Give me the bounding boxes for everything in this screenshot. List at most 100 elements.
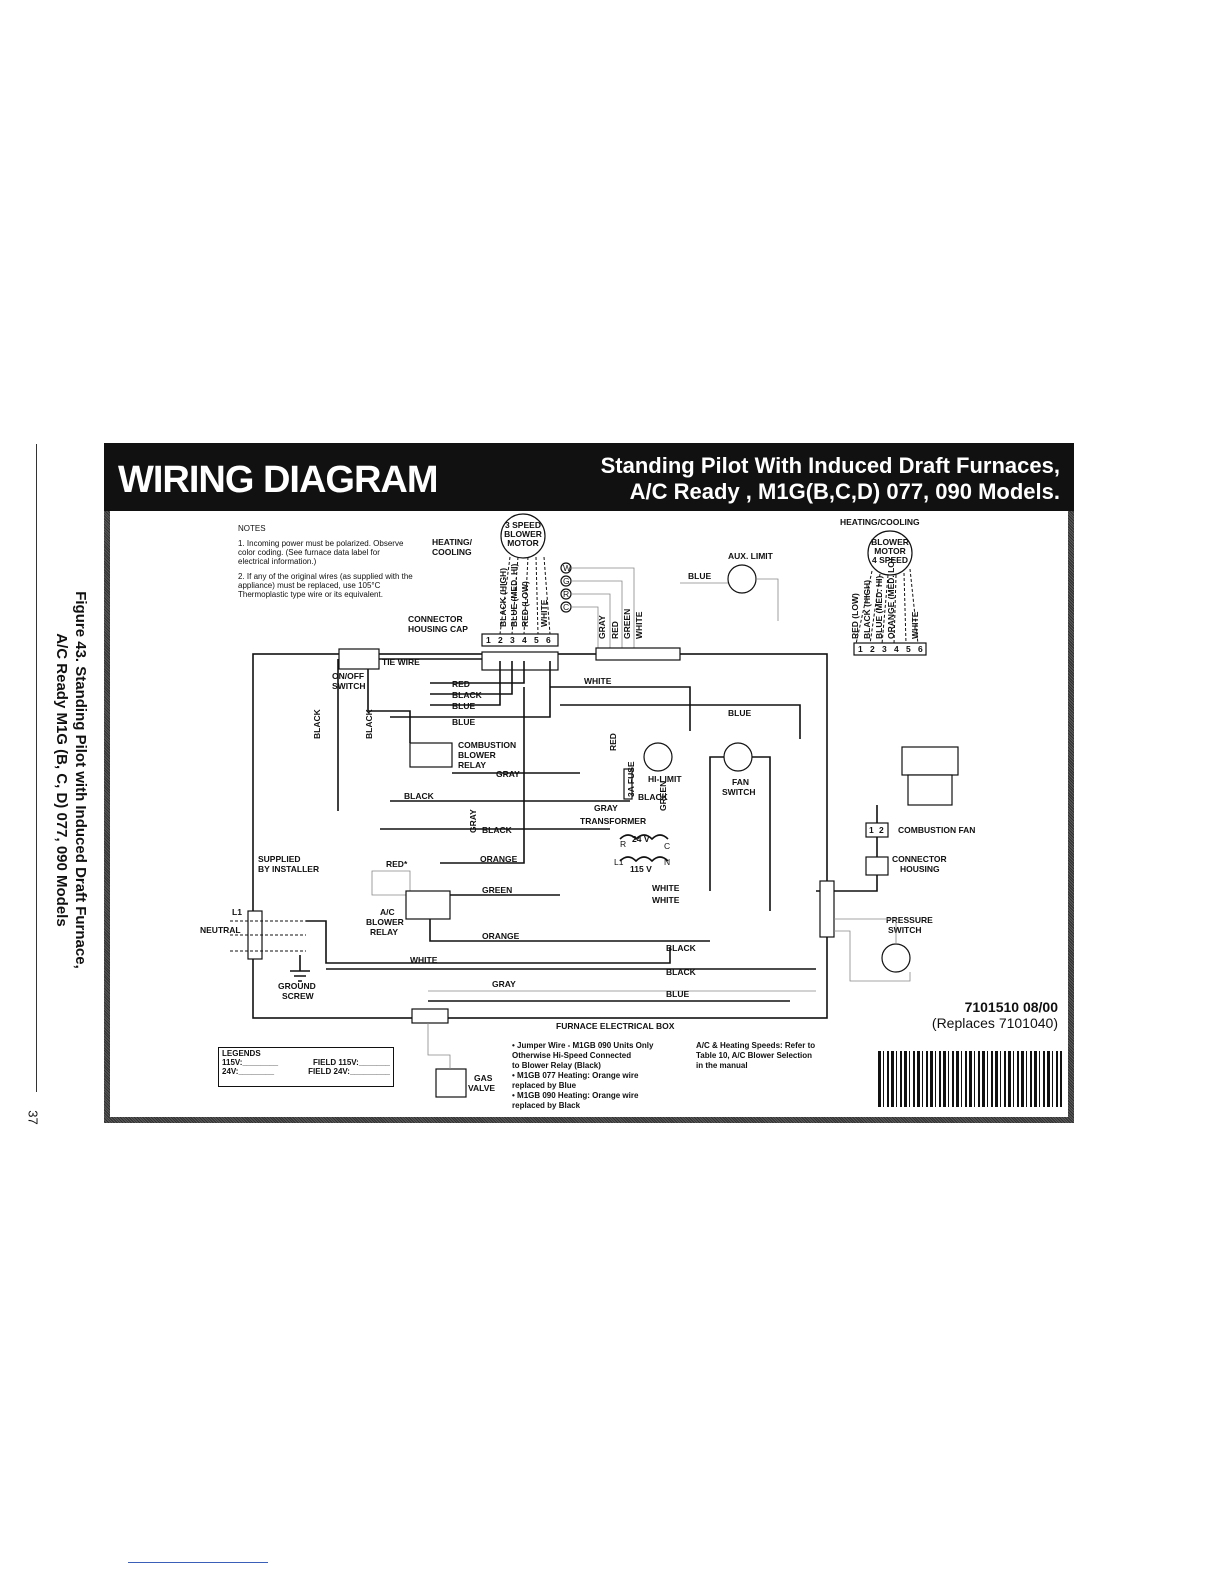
on-off-label-2: SWITCH	[332, 681, 366, 691]
wire-orange-1: ORANGE	[480, 854, 518, 864]
motor4-pin-labels: 1 2 3 4 5 6	[858, 644, 923, 654]
motor4-lead-orange: ORANGE (MED. LO)	[886, 558, 896, 639]
wire-red-star: RED*	[386, 859, 408, 869]
connector-housing-cap-2: HOUSING CAP	[408, 624, 468, 634]
figure-caption-line1: Figure 43. Standing Pilot with Induced D…	[72, 591, 89, 969]
blower-leads	[430, 661, 525, 706]
ground-screw-2: SCREW	[282, 991, 315, 1001]
aux-limit-wires	[680, 578, 779, 621]
wire-black-5: BLACK	[666, 967, 697, 977]
l1-label: L1	[232, 907, 242, 917]
ac-relay-label-1: A/C	[380, 907, 395, 917]
motor3-label-2: BLOWER	[504, 529, 542, 539]
transformer-n: N	[664, 857, 670, 867]
black-wires-left	[337, 659, 411, 811]
ground-screw-1: GROUND	[278, 981, 316, 991]
motor4-label-3: 4 SPEED	[872, 555, 908, 565]
cf-pin-1: 1	[869, 825, 874, 835]
legend-24v: 24V:________	[222, 1067, 275, 1076]
motor4-leads	[855, 568, 919, 645]
aux-limit-label: AUX. LIMIT	[728, 551, 774, 561]
speeds-note-line1: A/C & Heating Speeds: Refer to	[696, 1041, 816, 1050]
wire-black-hilimit: BLACK	[638, 792, 669, 802]
wire-gray-bottom: GRAY	[492, 979, 516, 989]
margin-rule	[36, 444, 37, 1092]
pressure-switch-wires	[834, 918, 911, 982]
heating-cooling-left-1: HEATING/	[432, 537, 473, 547]
ac-relay-label-2: BLOWER	[366, 917, 404, 927]
cbr-label-2: BLOWER	[458, 750, 496, 760]
ground-symbol	[290, 955, 310, 982]
figure-caption: Figure 43. Standing Pilot with Induced D…	[50, 580, 90, 980]
page-number: 37	[25, 1110, 41, 1125]
speeds-note: A/C & Heating Speeds: Refer to Table 10,…	[696, 1041, 846, 1071]
transformer-l1: L1	[614, 857, 624, 867]
motor3-label-3: MOTOR	[507, 538, 538, 548]
wire-white-top: WHITE	[584, 676, 612, 686]
pin-1: 1	[486, 635, 491, 645]
white-wire-top	[550, 686, 691, 731]
orange-wire-2	[429, 919, 710, 942]
fan-switch-label-1: FAN	[732, 777, 749, 787]
document-code: 7101510 08/00 (Replaces 7101040)	[932, 999, 1058, 1031]
wire-green-vertical: GREEN	[658, 781, 668, 811]
hi-limit-label: HI-LIMIT	[648, 774, 682, 784]
cbr-label-1: COMBUSTION	[458, 740, 516, 750]
blue-wire-right	[560, 704, 801, 739]
motor3-lead-white: WHITE	[539, 599, 549, 627]
m4-pin-5: 5	[906, 644, 911, 654]
pressure-switch	[881, 943, 911, 973]
combustion-fan-body	[901, 746, 959, 776]
wire-red-vertical: RED	[608, 733, 618, 751]
tstat-lead-green: GREEN	[622, 609, 632, 639]
footnote-2: • M1GB 077 Heating: Orange wire	[512, 1071, 639, 1080]
wire-orange-2: ORANGE	[482, 931, 520, 941]
neutral-label: NEUTRAL	[200, 925, 241, 935]
wire-green-1: GREEN	[482, 885, 512, 895]
pin-5: 5	[534, 635, 539, 645]
gas-valve-label-1: GAS	[474, 1073, 493, 1083]
supplied-by-installer-2: BY INSTALLER	[258, 864, 319, 874]
tstat-lead-red: RED	[610, 621, 620, 639]
transformer-secondary-coil	[619, 834, 669, 841]
red-star-jumper	[371, 870, 411, 896]
speeds-note-line2: Table 10, A/C Blower Selection	[696, 1051, 813, 1060]
heating-cooling-left-2: COOLING	[432, 547, 472, 557]
motor3-lead-red: RED (LOW)	[520, 581, 530, 627]
title-bar: WIRING DIAGRAM Standing Pilot With Induc…	[104, 443, 1074, 511]
footnote-3: • M1GB 090 Heating: Orange wire	[512, 1091, 639, 1100]
wiring-diagram-frame: WIRING DIAGRAM Standing Pilot With Induc…	[104, 443, 1074, 1123]
ac-relay-label-3: RELAY	[370, 927, 398, 937]
cbr-label-3: RELAY	[458, 760, 486, 770]
wire-gray-cbr: GRAY	[496, 769, 520, 779]
connector-housing-cap-1: CONNECTOR	[408, 614, 463, 624]
motor4-label-1: BLOWER	[871, 537, 909, 547]
diagram-title: WIRING DIAGRAM	[118, 459, 439, 501]
on-off-switch	[338, 648, 380, 670]
pin-2: 2	[498, 635, 503, 645]
blower-motor-3speed	[500, 513, 546, 559]
m4-pin-2: 2	[870, 644, 875, 654]
blower-motor-4speed	[867, 530, 913, 576]
wire-black-2: BLACK	[404, 791, 435, 801]
motor4-lead-black: BLACK (HIGH)	[862, 580, 872, 639]
footnote-2b: replaced by Blue	[512, 1081, 577, 1090]
diagram-panel: 1 2 3 4 5 6 3 SPEED BLOWER MOTOR BLACK (…	[110, 511, 1068, 1117]
tstat-wire-bundle	[595, 647, 681, 661]
footnote-1c: to Blower Relay (Black)	[512, 1061, 601, 1070]
wire-gray-transformer: GRAY	[594, 803, 618, 813]
fan-switch-wires	[709, 756, 771, 911]
combustion-fan-wires	[816, 805, 878, 892]
terminal-g: G	[563, 576, 570, 586]
notes-block: NOTES 1. Incoming power must be polarize…	[238, 524, 413, 605]
terminal-c: C	[563, 602, 569, 612]
thermostat-terminals: W G R C	[560, 562, 572, 613]
terminal-r: R	[563, 589, 569, 599]
m4-pin-1: 1	[858, 644, 863, 654]
cap-pin-labels: 1 2 3 4 5 6	[486, 635, 551, 645]
wire-blue-bottom: BLUE	[666, 989, 689, 999]
footnote-3b: replaced by Black	[512, 1101, 581, 1110]
wire-black-4: BLACK	[666, 943, 697, 953]
tstat-lead-gray: GRAY	[597, 615, 607, 639]
motor4-connector	[853, 642, 927, 656]
